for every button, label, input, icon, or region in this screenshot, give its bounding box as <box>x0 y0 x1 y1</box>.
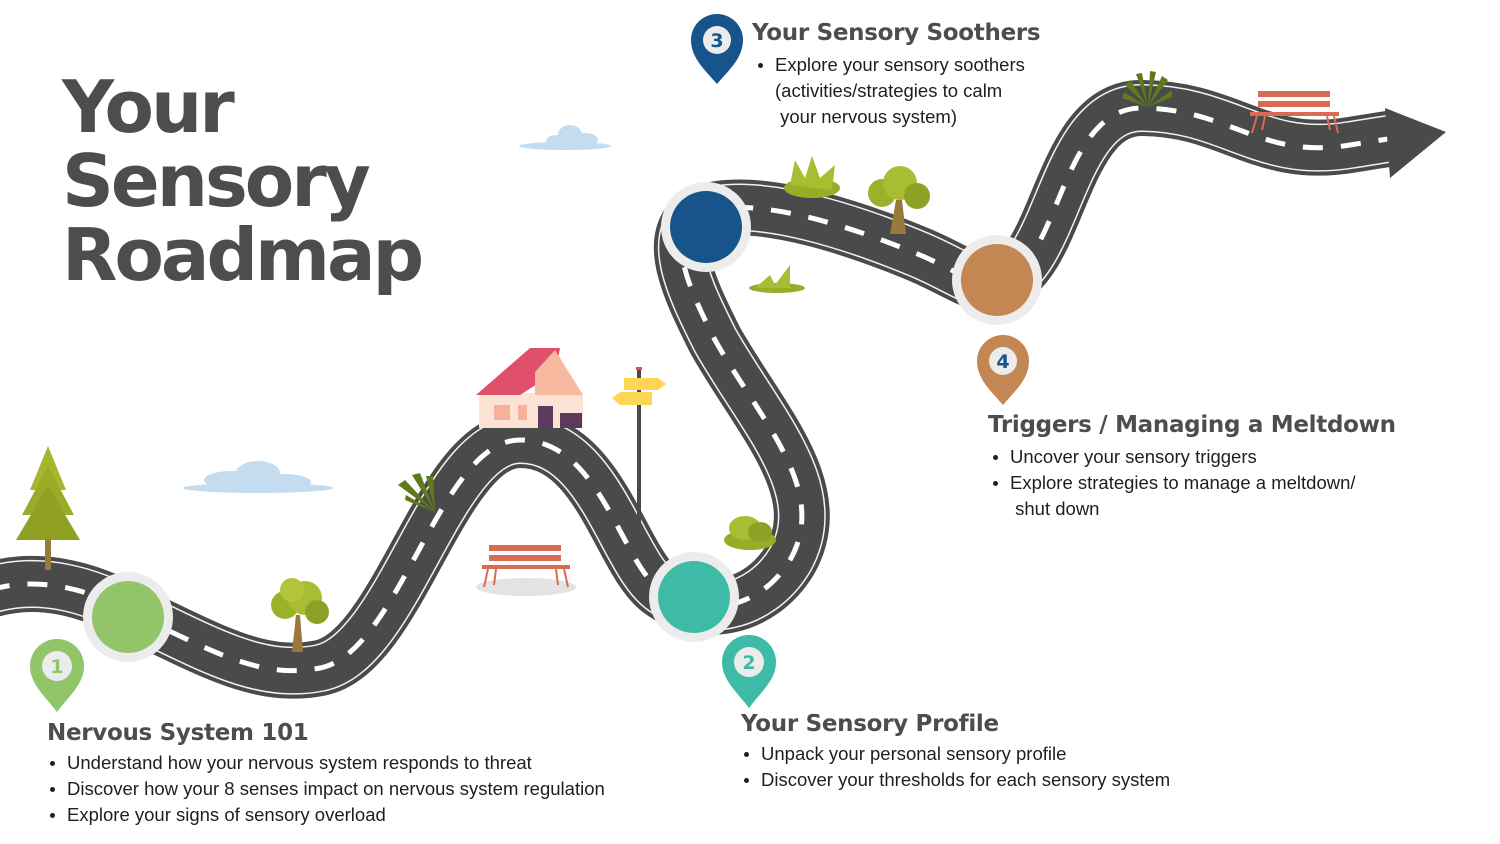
tree-icon <box>271 578 329 652</box>
pine-tree-icon <box>16 446 80 570</box>
step-2-bullet: Discover your thresholds for each sensor… <box>741 767 1170 793</box>
road-center-dashes <box>0 105 1396 674</box>
title-line: Sensory <box>62 139 371 223</box>
tree-icon <box>868 166 930 234</box>
title-line: Roadmap <box>62 213 424 297</box>
bush-icon <box>784 156 840 198</box>
map-pin-3-icon: 3 <box>691 14 743 84</box>
step-2-heading: Your Sensory Profile <box>741 711 999 737</box>
map-pin-4-icon: 4 <box>977 335 1029 405</box>
bush-icon <box>724 516 776 550</box>
page-title: Your Sensory Roadmap <box>62 65 424 297</box>
step-4-bullet: Explore strategies to manage a meltdown/ <box>990 470 1396 496</box>
signpost-icon <box>612 367 666 538</box>
house-icon <box>476 348 583 428</box>
step-3-description: Your Sensory Soothers Explore your senso… <box>752 20 1041 130</box>
palm-plant-icon <box>1122 71 1172 107</box>
step-3-node[interactable] <box>661 182 751 272</box>
bench-icon <box>476 545 576 596</box>
step-4-bullet-continuation: shut down <box>1010 498 1100 519</box>
step-4-description: Triggers / Managing a Meltdown Uncover y… <box>988 412 1396 522</box>
cloud-icon <box>519 125 611 150</box>
step-3-heading: Your Sensory Soothers <box>752 20 1041 46</box>
map-pin-2-icon: 2 <box>722 635 776 708</box>
title-line: Your <box>62 65 235 149</box>
step-1-bullet: Discover how your 8 senses impact on ner… <box>47 776 605 802</box>
step-1-bullet: Understand how your nervous system respo… <box>47 750 605 776</box>
step-1-description: Nervous System 101 Understand how your n… <box>47 720 605 828</box>
step-4-heading: Triggers / Managing a Meltdown <box>988 412 1396 438</box>
palm-plant-icon <box>398 473 435 512</box>
step-3-bullet-continuation: your nervous system) <box>775 106 957 127</box>
pin-2-number: 2 <box>742 652 755 674</box>
map-pin-1-icon: 1 <box>30 639 84 712</box>
step-3-bullet-continuation: (activities/strategies to calm <box>775 80 1003 101</box>
step-2-description: Your Sensory Profile Unpack your persona… <box>741 711 1170 793</box>
step-2-bullet: Unpack your personal sensory profile <box>741 741 1170 767</box>
pin-1-number: 1 <box>50 656 63 678</box>
step-1-node[interactable] <box>83 572 173 662</box>
road-arrow-head <box>1385 108 1446 178</box>
step-4-bullet: Uncover your sensory triggers <box>990 444 1396 470</box>
step-1-bullet: Explore your signs of sensory overload <box>47 802 605 828</box>
step-4-node[interactable] <box>952 235 1042 325</box>
step-2-node[interactable] <box>649 552 739 642</box>
pin-4-number: 4 <box>996 351 1009 373</box>
bush-icon <box>749 265 805 293</box>
cloud-icon <box>183 461 333 493</box>
pin-3-number: 3 <box>710 30 723 52</box>
bench-icon <box>1250 91 1339 134</box>
step-1-heading: Nervous System 101 <box>47 720 309 746</box>
step-3-bullet: Explore your sensory soothers <box>755 52 1040 78</box>
